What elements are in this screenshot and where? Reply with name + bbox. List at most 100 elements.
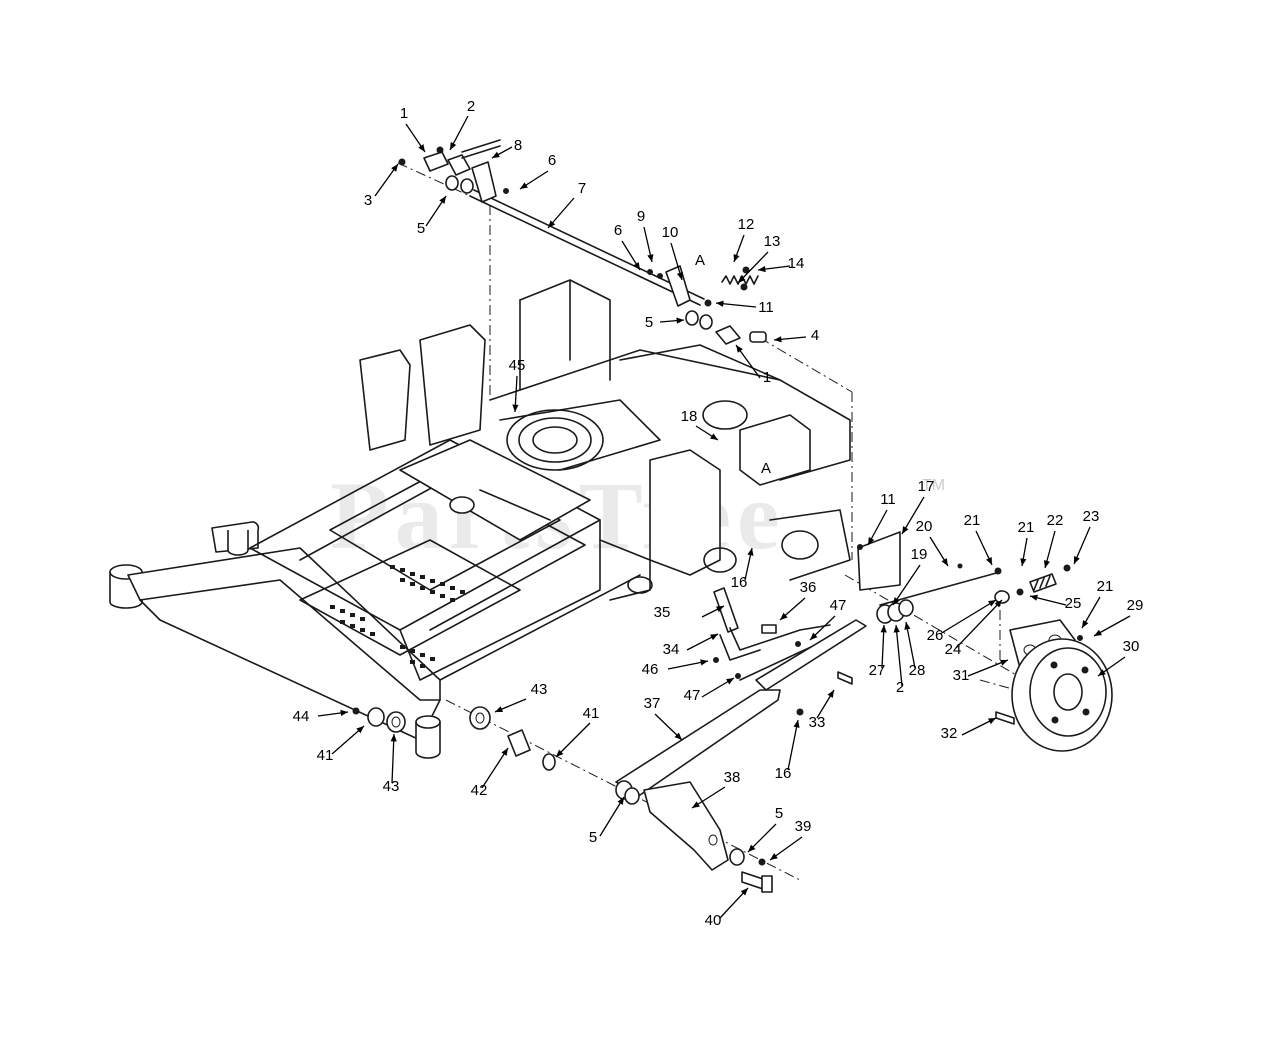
callout-14: 14 [788,255,805,272]
callout-8: 8 [514,137,522,154]
leader-arrowhead [988,600,996,607]
leader-arrowhead [1074,556,1080,564]
leader-arrowhead [340,709,348,717]
callout-47: 47 [830,597,847,614]
leader-arrowhead [700,659,708,666]
leader-arrowhead [495,706,503,713]
leader-arrowhead [880,625,887,633]
callout-43: 43 [383,778,400,795]
callout-16: 16 [731,574,748,591]
leader-arrowhead [710,433,718,440]
leader-line [955,599,1003,649]
leader-arrowhead [556,749,564,757]
front-bushing-set [352,706,556,771]
callout-22: 22 [1047,512,1064,529]
callout-16: 16 [775,765,792,782]
callout-2: 2 [467,98,475,115]
callout-32: 32 [941,725,958,742]
leader-arrowhead [726,678,734,685]
callout-10: 10 [662,224,679,241]
leader-arrowhead [520,182,528,189]
callout-42: 42 [471,782,488,799]
leader-arrowhead [736,345,743,353]
callout-31: 31 [953,667,970,684]
brake-hub-assembly [857,531,1113,752]
leader-arrowhead [1043,560,1050,568]
callout-5: 5 [589,829,597,846]
callout-41: 41 [583,705,600,722]
leader-arrowhead [617,797,624,805]
callout-19: 19 [911,546,928,563]
leader-arrowhead [633,262,640,270]
callout-12: 12 [738,216,755,233]
callout-11: 11 [880,491,896,508]
leader-arrowhead [492,151,500,158]
callout-46: 46 [642,661,659,678]
linkage-arms [615,587,867,893]
callout-18: 18 [681,408,698,425]
leader-arrowhead [868,537,875,545]
leader-line [895,624,903,687]
leader-arrowhead [988,718,996,725]
callout-44: 44 [293,708,310,725]
callout-47: 47 [684,687,701,704]
callout-17: 17 [918,478,935,495]
leader-arrowhead [827,690,834,698]
callout-25: 25 [1065,595,1082,612]
leader-line [391,733,395,784]
leader-arrowhead [647,254,654,262]
callout-11: 11 [758,299,774,316]
callout-29: 29 [1127,597,1144,614]
leader-arrowhead [986,557,992,565]
leader-arrowhead [674,732,682,740]
leader-arrowhead [548,220,556,228]
leader-arrowhead [738,275,746,283]
callout-33: 33 [809,714,826,731]
leader-arrows [317,115,1131,919]
leader-line [892,564,921,606]
leader-arrowhead [748,844,756,852]
leader-arrowhead [747,548,754,556]
callout-43: 43 [531,681,548,698]
callout-3: 3 [364,192,372,209]
leader-arrowhead [994,600,1002,608]
callout-A: A [761,460,771,477]
callout-38: 38 [724,769,741,786]
callout-5: 5 [775,805,783,822]
leader-arrowhead [793,720,800,728]
leader-arrowhead [692,801,700,808]
callout-13: 13 [764,233,781,250]
leader-arrowhead [676,272,683,280]
leader-arrowhead [710,634,718,641]
leader-line [555,722,591,758]
leader-arrowhead [904,622,911,630]
leader-arrowhead [893,625,900,633]
leader-line [905,621,916,669]
leader-arrowhead [1094,629,1102,636]
callout-27: 27 [869,662,886,679]
leader-arrowhead [1030,594,1038,601]
callout-5: 5 [417,220,425,237]
callout-24: 24 [945,641,962,658]
leader-arrowhead [758,265,766,273]
pivot-shaft-assembly [398,139,767,345]
leader-arrowhead [391,164,398,172]
callout-5: 5 [645,314,653,331]
callout-21: 21 [964,512,981,529]
callout-26: 26 [927,627,944,644]
leader-arrowhead [941,558,948,566]
leader-arrowhead [418,144,425,152]
callout-41: 41 [317,747,334,764]
callout-9: 9 [637,208,645,225]
callout-1: 1 [763,369,771,386]
callout-2: 2 [896,679,904,696]
leader-arrowhead [1000,659,1008,666]
callout-37: 37 [644,695,661,712]
callout-23: 23 [1083,508,1100,525]
callout-40: 40 [705,912,722,929]
leader-arrowhead [676,317,684,324]
footrest-grille [330,565,465,668]
leader-arrowhead [716,300,724,307]
